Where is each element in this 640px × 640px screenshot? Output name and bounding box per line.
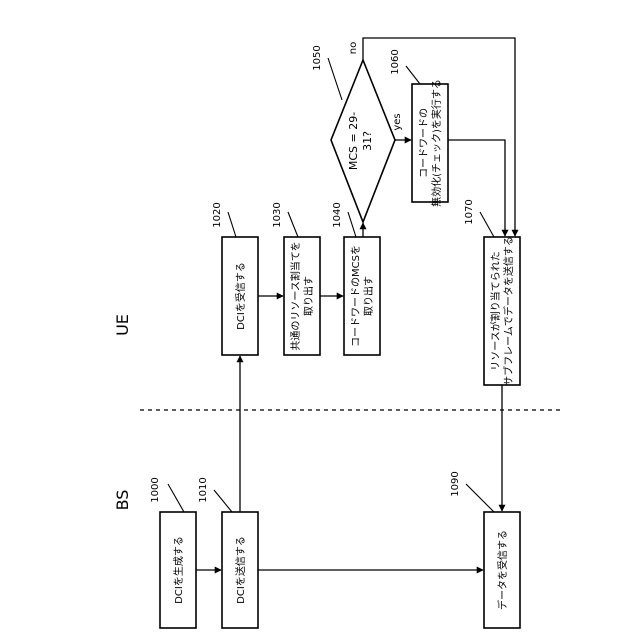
ref-1010: 1010	[198, 477, 209, 502]
section-label-bs: BS	[113, 490, 132, 511]
ref-1010-leader	[214, 490, 232, 512]
ref-1030-leader	[288, 212, 298, 237]
ref-1000-leader	[168, 484, 184, 512]
box-send-data-text-1: リソースが割り当てられた	[489, 251, 502, 371]
ref-1040: 1040	[332, 202, 343, 227]
ref-1050: 1050	[312, 45, 323, 70]
section-label-ue: UE	[113, 314, 132, 336]
ref-1060-leader	[406, 66, 420, 84]
box-disable-check-text-2: 無効化(チェック)を実行する	[430, 79, 443, 207]
ref-1030: 1030	[272, 202, 283, 227]
decision-no-label: no	[348, 42, 359, 54]
ref-1060: 1060	[390, 49, 401, 74]
ref-1040-leader	[348, 212, 356, 237]
decision-text-2: 31?	[361, 131, 374, 151]
box-receive-data-text: データを受信する	[496, 530, 509, 610]
box-send-dci-text: DCIを送信する	[234, 536, 247, 604]
box-send-data-text-2: サブフレームでデータを送信する	[502, 236, 515, 386]
box-generate-dci-text: DCIを生成する	[172, 536, 185, 604]
ref-1070: 1070	[464, 199, 475, 224]
box-common-allocation-text-1: 共通のリソース割当てを	[289, 241, 302, 350]
box-codeword-mcs-text-1: コードワードのMCSを	[350, 245, 362, 347]
decision-yes-label: yes	[392, 113, 403, 130]
ref-1020: 1020	[212, 202, 223, 227]
ref-1050-leader	[328, 58, 342, 100]
box-codeword-mcs-text-2: 取り出す	[362, 276, 375, 316]
box-disable-check-text-1: コードワードの	[419, 108, 430, 178]
ref-1020-leader	[228, 212, 236, 237]
decision-text-1: MCS = 29-	[347, 112, 360, 170]
arrow-disable-to-send-data	[448, 140, 505, 236]
ref-1090-leader	[466, 484, 494, 512]
ref-1000: 1000	[150, 477, 161, 502]
box-common-allocation-text-2: 取り出す	[302, 276, 315, 316]
ref-1070-leader	[480, 212, 494, 237]
ref-1090: 1090	[450, 471, 461, 496]
box-receive-dci-text: DCIを受信する	[235, 262, 247, 330]
